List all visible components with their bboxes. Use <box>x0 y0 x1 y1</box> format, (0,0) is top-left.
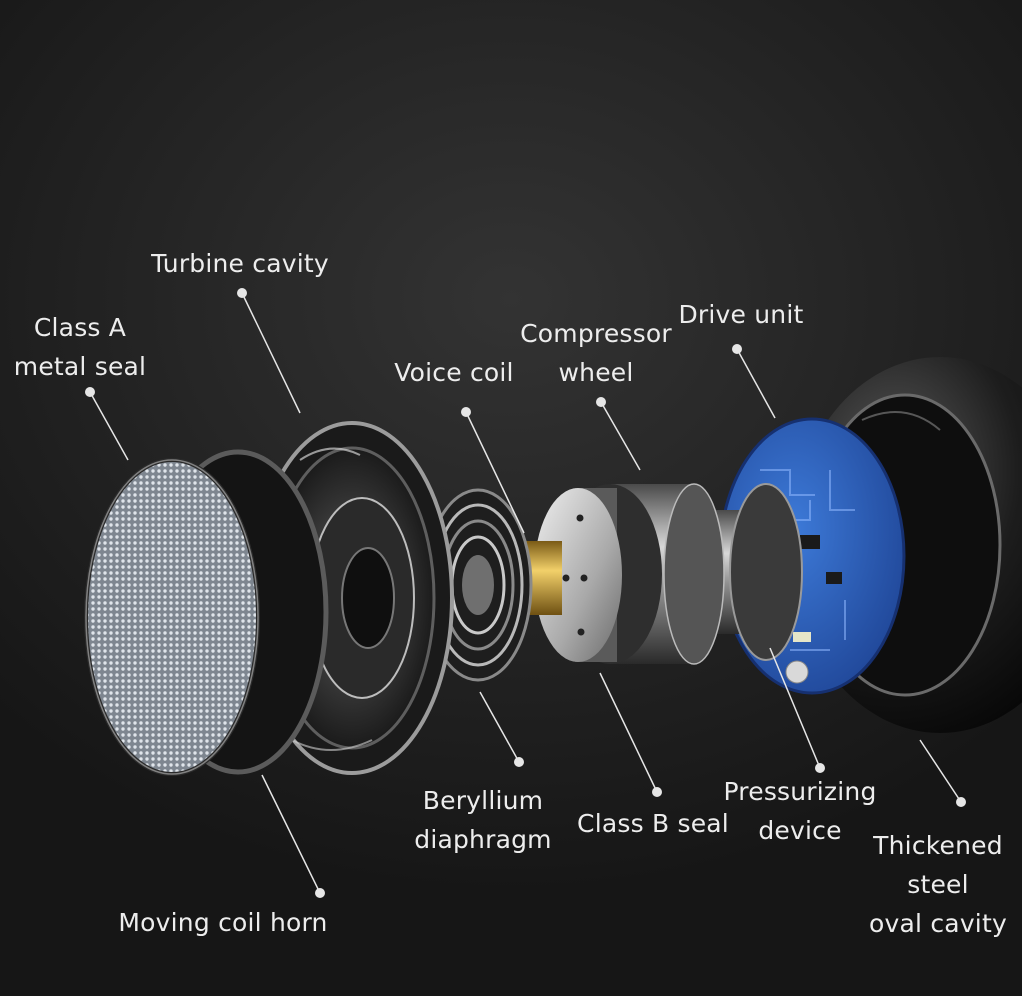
label-voice-coil: Voice coil <box>386 353 522 392</box>
label-line: Beryllium <box>422 786 544 815</box>
label-line: steel <box>907 870 969 899</box>
label-line: metal seal <box>13 352 147 381</box>
label-line: device <box>758 816 842 845</box>
leader-lines <box>85 288 966 898</box>
label-line: diaphragm <box>414 825 552 854</box>
label-line: Drive unit <box>678 300 804 329</box>
label-class-a-metal-seal: Class A metal seal <box>10 308 150 386</box>
label-thickened-steel-oval-cavity: Thickened steel oval cavity <box>864 826 1012 943</box>
class-b-seal-part <box>534 488 622 662</box>
label-compressor-wheel: Compressor wheel <box>518 314 674 392</box>
label-line: Compressor <box>520 319 672 348</box>
label-line: Moving coil horn <box>118 908 328 937</box>
label-line: Class B seal <box>577 809 729 838</box>
label-beryllium-diaphragm: Beryllium diaphragm <box>410 781 556 859</box>
label-line: oval cavity <box>869 909 1007 938</box>
label-line: Class A <box>33 313 127 342</box>
label-line: Turbine cavity <box>151 249 329 278</box>
label-line: Thickened <box>873 831 1003 860</box>
class-a-metal-seal-part <box>84 458 260 776</box>
label-turbine-cavity: Turbine cavity <box>150 244 330 283</box>
label-line: wheel <box>558 358 634 387</box>
label-pressurizing-device: Pressurizing device <box>720 772 880 850</box>
label-moving-coil-horn: Moving coil horn <box>112 903 334 942</box>
label-drive-unit: Drive unit <box>678 295 804 334</box>
label-class-b-seal: Class B seal <box>576 804 730 843</box>
label-line: Pressurizing <box>723 777 877 806</box>
label-line: Voice coil <box>394 358 514 387</box>
